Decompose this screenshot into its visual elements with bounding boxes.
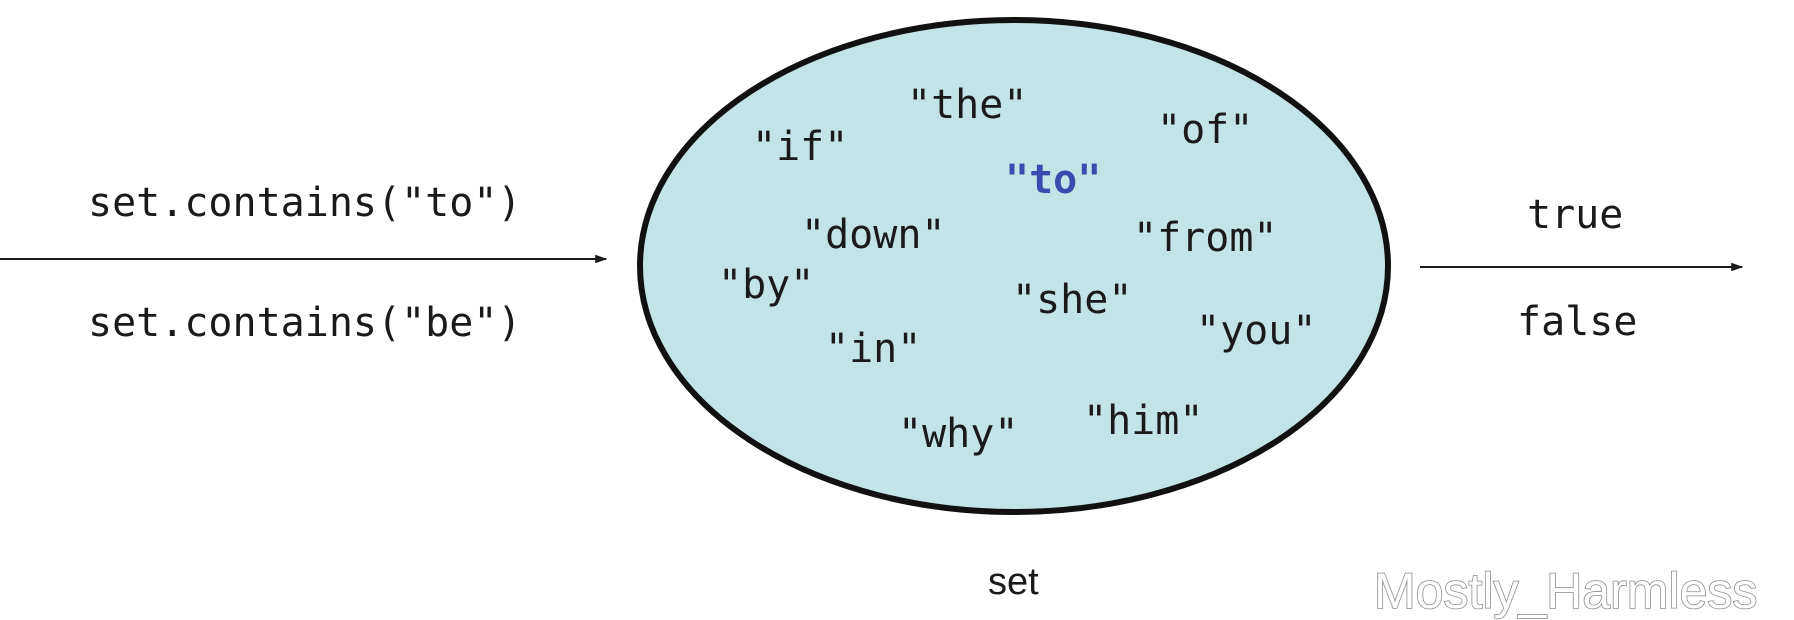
set-word: "if" xyxy=(752,124,848,170)
set-word: "him" xyxy=(1083,398,1203,444)
set-word: "she" xyxy=(1012,277,1132,323)
set-words: "the" "if" "of" "to" "down" "from" "by" … xyxy=(718,82,1316,457)
set-caption: set xyxy=(988,561,1039,603)
query-to-label: set.contains("to") xyxy=(88,180,521,226)
set-word: "why" xyxy=(898,411,1018,457)
set-word: "from" xyxy=(1133,215,1278,261)
watermark: Mostly_Harmless xyxy=(1374,563,1757,619)
result-true-label: true xyxy=(1527,192,1623,238)
set-word: "by" xyxy=(718,262,814,308)
set-word: "down" xyxy=(801,212,946,258)
set-word-highlighted: "to" xyxy=(1005,157,1101,203)
query-be-label: set.contains("be") xyxy=(88,300,521,346)
set-word: "of" xyxy=(1157,107,1253,153)
result-false-label: false xyxy=(1517,299,1637,345)
set-word: "the" xyxy=(907,82,1027,128)
set-ellipse xyxy=(637,17,1391,515)
set-word: "in" xyxy=(825,326,921,372)
set-word: "you" xyxy=(1196,308,1316,354)
